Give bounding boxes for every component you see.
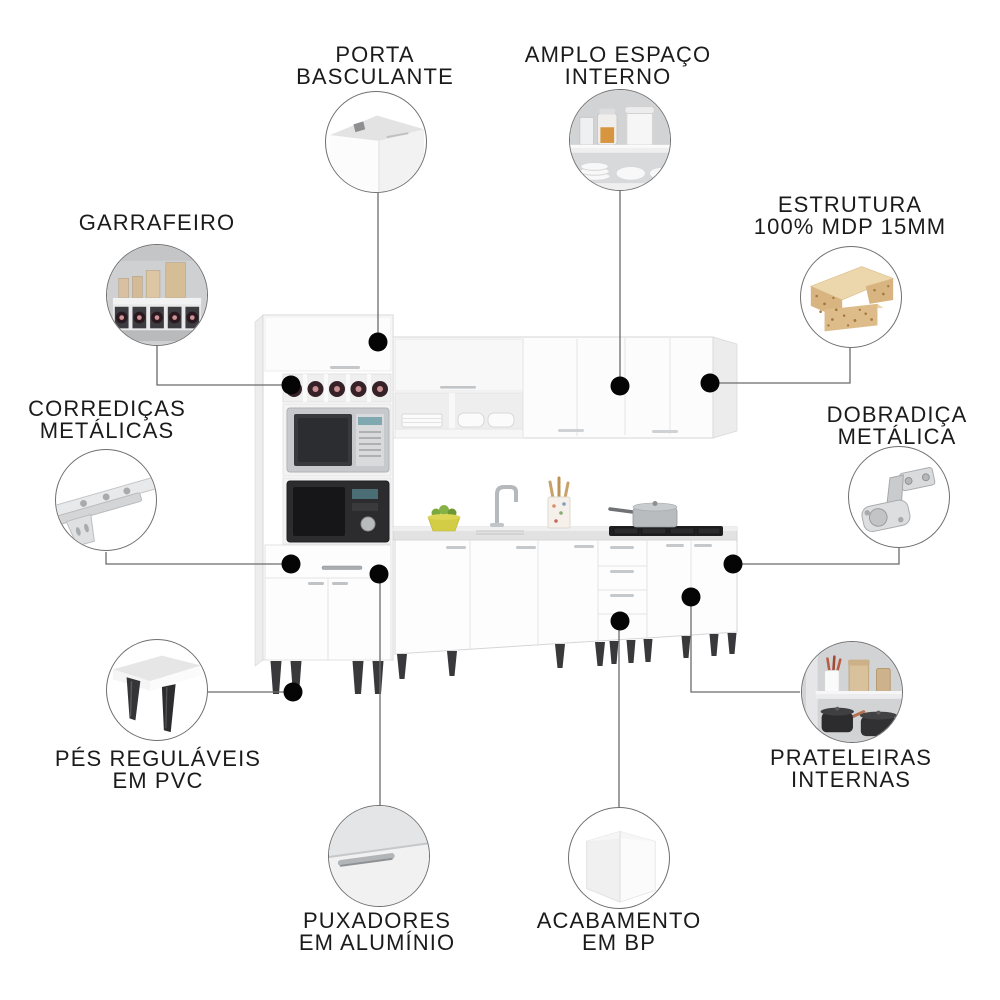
callout-circle-estrutura bbox=[800, 246, 902, 348]
utensil-holder bbox=[547, 476, 571, 529]
callout-circle-puxadores bbox=[328, 805, 430, 907]
label-garrafeiro: GARRAFEIRO bbox=[78, 210, 236, 235]
tower-cabinet bbox=[254, 314, 394, 694]
base-feet bbox=[397, 633, 737, 679]
callout-circle-garrafeiro bbox=[106, 244, 208, 346]
dot-estrutura bbox=[700, 373, 720, 393]
wall-flip-door bbox=[394, 338, 524, 392]
interior-space-icon bbox=[570, 90, 670, 190]
aluminum-handle-icon bbox=[329, 806, 429, 906]
dot-pes bbox=[283, 682, 303, 702]
cooktop-and-pot bbox=[608, 501, 723, 536]
tower-bottle-rack bbox=[282, 373, 392, 403]
dot-acabamento bbox=[610, 611, 630, 631]
base-cabinets bbox=[394, 539, 738, 679]
anchor-dots bbox=[281, 332, 743, 702]
pvc-feet-icon bbox=[112, 655, 202, 733]
base-handles bbox=[446, 544, 712, 597]
bottle-rack-icon bbox=[107, 245, 207, 345]
wall-cabinet bbox=[392, 336, 738, 439]
mdp-board-icon bbox=[810, 266, 894, 332]
dot-amplo-espaco bbox=[610, 376, 630, 396]
dot-garrafeiro bbox=[281, 375, 301, 395]
callout-circle-prateleiras bbox=[801, 641, 903, 743]
metal-hinge-icon bbox=[861, 467, 936, 533]
connector-lines bbox=[105, 190, 900, 807]
tower-doors bbox=[264, 577, 392, 661]
flip-door-icon bbox=[329, 115, 425, 192]
callout-circle-amplo-espaco bbox=[569, 89, 671, 191]
tower-microwave-black bbox=[282, 477, 392, 545]
faucet bbox=[490, 485, 518, 527]
bp-finish-icon bbox=[586, 830, 656, 903]
dot-puxadores bbox=[369, 564, 389, 584]
dot-dobradica bbox=[723, 554, 743, 574]
salad-bowl bbox=[427, 505, 461, 532]
dot-corredicas bbox=[281, 554, 301, 574]
callout-circle-corredicas bbox=[55, 449, 157, 551]
internal-shelves-icon bbox=[802, 642, 902, 742]
callout-circle-pes bbox=[106, 639, 208, 741]
callout-circle-acabamento bbox=[568, 807, 670, 909]
dot-porta-basculante bbox=[368, 332, 388, 352]
callout-circle-dobradica bbox=[848, 446, 950, 548]
dot-prateleiras bbox=[681, 587, 701, 607]
drawer-slide-icon bbox=[56, 475, 156, 547]
wall-open-shelf bbox=[394, 392, 524, 439]
tower-microwave-steel bbox=[282, 403, 392, 477]
callout-circle-porta-basculante bbox=[325, 91, 427, 193]
